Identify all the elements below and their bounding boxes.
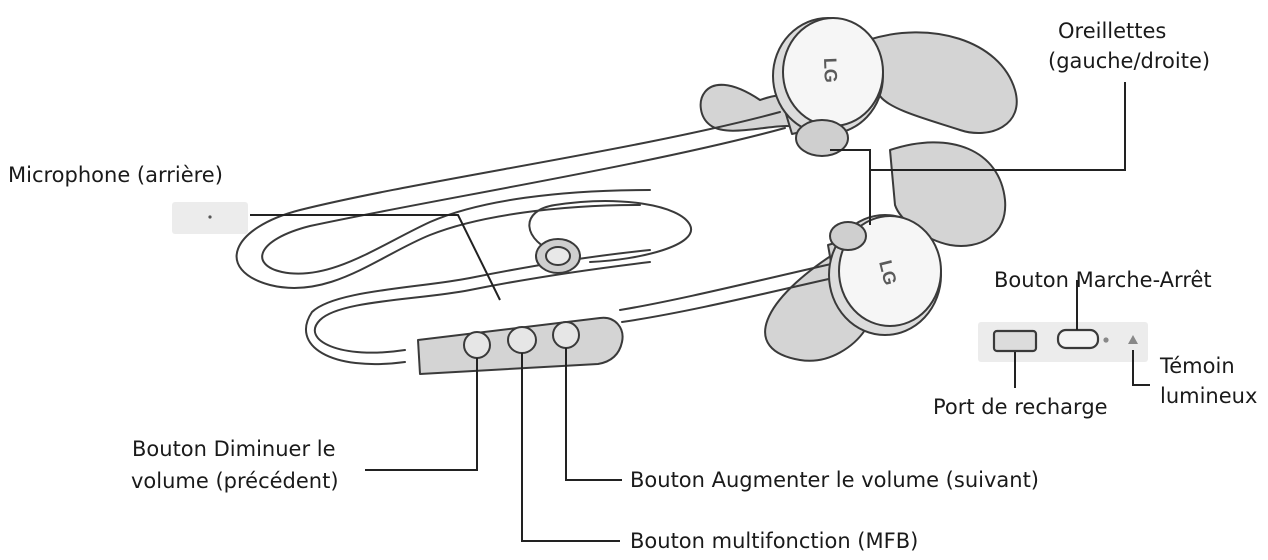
leader-mfb bbox=[521, 353, 620, 542]
leader-microphone bbox=[250, 214, 501, 301]
charging-port bbox=[992, 329, 1038, 353]
label-earbuds-line1: Oreillettes bbox=[1058, 19, 1167, 43]
label-volume-up: Bouton Augmenter le volume (suivant) bbox=[630, 468, 1039, 492]
headset-illustration bbox=[172, 17, 1148, 375]
remote-button-mfb bbox=[507, 326, 537, 354]
led-indicator bbox=[1103, 337, 1109, 343]
label-earbuds-line2: (gauche/droite) bbox=[1048, 49, 1211, 73]
label-power-button: Bouton Marche-Arrêt bbox=[994, 268, 1212, 292]
label-charging-port: Port de recharge bbox=[933, 395, 1108, 419]
cable-loop bbox=[528, 200, 693, 263]
label-microphone: Microphone (arrière) bbox=[8, 163, 223, 187]
remote-button-volume-up bbox=[552, 321, 580, 349]
remote-button-volume-down bbox=[463, 331, 491, 359]
label-volume-down-line2: volume (précédent) bbox=[131, 469, 339, 493]
neckband-cable-inner bbox=[261, 127, 786, 275]
leader-lines bbox=[250, 82, 1150, 542]
label-led-line1: Témoin bbox=[1160, 354, 1235, 378]
leader-volume-down bbox=[365, 358, 478, 471]
label-volume-down-line1: Bouton Diminuer le bbox=[132, 437, 336, 461]
lower-cable bbox=[313, 261, 651, 354]
power-button bbox=[1056, 328, 1100, 350]
earbud-top-logo: LG bbox=[820, 57, 841, 83]
leader-led bbox=[1132, 350, 1150, 386]
lower-cable-to-earbud bbox=[619, 261, 841, 311]
lower-cable-to-earbud-2 bbox=[621, 275, 843, 323]
label-led-line2: lumineux bbox=[1160, 384, 1258, 408]
label-mfb: Bouton multifonction (MFB) bbox=[630, 529, 919, 553]
leader-volume-up bbox=[565, 348, 622, 481]
neckband-cable bbox=[235, 111, 781, 290]
ear-hook-top-right bbox=[867, 31, 1018, 135]
